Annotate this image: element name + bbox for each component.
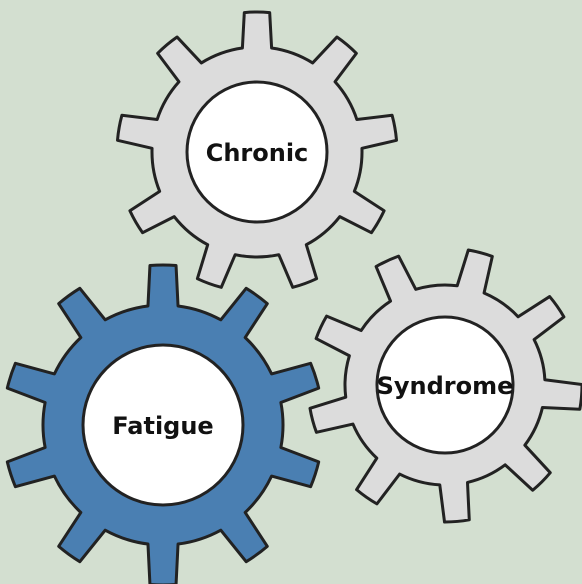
gear-fatigue-label: Fatigue bbox=[112, 412, 213, 440]
gear-fatigue: Fatigue bbox=[5, 263, 321, 584]
gear-chronic: Chronic bbox=[115, 10, 399, 289]
gear-syndrome: Syndrome bbox=[308, 248, 582, 524]
gear-fatigue-hub bbox=[81, 343, 245, 507]
gear-chronic-hub bbox=[185, 80, 329, 224]
gear-syndrome-label: Syndrome bbox=[377, 372, 514, 400]
gear-syndrome-hub bbox=[375, 315, 515, 455]
gear-chronic-label: Chronic bbox=[206, 139, 309, 167]
